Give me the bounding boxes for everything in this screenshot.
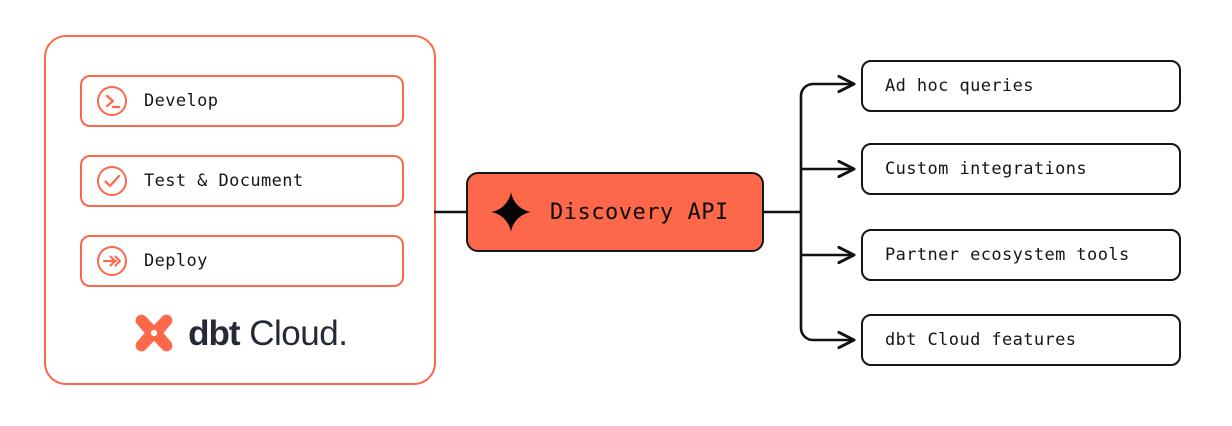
sparkle-star-icon (490, 191, 532, 233)
discovery-api-label: Discovery API (550, 199, 729, 225)
dbt-cloud-logo: dbt Cloud. (46, 305, 434, 361)
dbt-cloud-lifecycle-panel: Develop Test & Document Deploy (44, 35, 436, 385)
consumer-box-dbt-cloud-features[interactable]: dbt Cloud features (861, 314, 1181, 366)
wordmark-dot: . (338, 313, 348, 353)
check-circle-icon (96, 165, 128, 197)
consumer-box-partner-ecosystem-tools[interactable]: Partner ecosystem tools (861, 229, 1181, 281)
double-chevron-right-icon (96, 245, 128, 277)
consumer-label: Custom integrations (885, 159, 1088, 179)
lifecycle-stage-develop[interactable]: Develop (80, 75, 404, 127)
consumer-label: Partner ecosystem tools (885, 245, 1130, 265)
wordmark-dbt: dbt (188, 313, 240, 353)
lifecycle-stage-label: Develop (144, 91, 219, 111)
lifecycle-stage-deploy[interactable]: Deploy (80, 235, 404, 287)
consumer-box-ad-hoc-queries[interactable]: Ad hoc queries (861, 60, 1181, 112)
dbt-x-mark-icon (132, 311, 176, 355)
wire-trunk-lower (799, 212, 814, 342)
terminal-prompt-icon (96, 85, 128, 117)
lifecycle-stage-test-and-document[interactable]: Test & Document (80, 155, 404, 207)
discovery-api-node[interactable]: Discovery API (466, 172, 764, 252)
lifecycle-stage-label: Deploy (144, 251, 208, 271)
consumer-label: dbt Cloud features (885, 330, 1077, 350)
dbt-cloud-wordmark: dbt Cloud. (188, 316, 348, 351)
consumer-label: Ad hoc queries (885, 76, 1034, 96)
wire-trunk-upper (799, 82, 814, 212)
wordmark-cloud: Cloud (249, 313, 339, 353)
consumer-box-custom-integrations[interactable]: Custom integrations (861, 143, 1181, 195)
lifecycle-stage-label: Test & Document (144, 171, 304, 191)
